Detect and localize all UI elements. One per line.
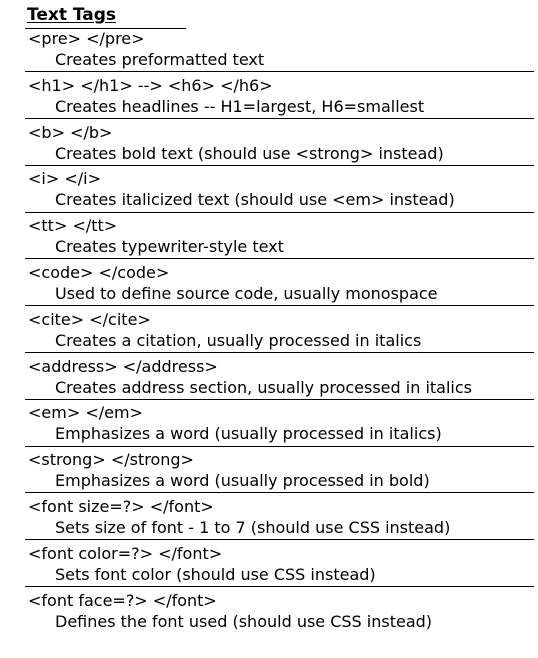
tag-entry-font-size: <font size=?> </font> Sets size of font …	[25, 496, 534, 543]
tag-entry-italic: <i> </i> Creates italicized text (should…	[25, 168, 534, 215]
tag-code: <i> </i>	[28, 169, 101, 189]
tag-description: Defines the font used (should use CSS in…	[55, 611, 433, 631]
divider-rule	[25, 118, 534, 120]
tag-code: <em> </em>	[28, 403, 143, 423]
tag-description: Emphasizes a word (usually processed in …	[55, 424, 442, 444]
tag-entry-code: <code> </code> Used to define source cod…	[25, 262, 534, 309]
tag-code: <tt> </tt>	[28, 216, 118, 236]
divider-rule	[25, 305, 534, 307]
tag-code: <address> </address>	[28, 356, 218, 376]
divider-rule	[25, 492, 534, 494]
tag-description: Creates italicized text (should use <em>…	[55, 190, 455, 210]
tag-description: Creates a citation, usually processed in…	[55, 330, 422, 350]
divider-rule	[25, 445, 534, 447]
tag-description: Creates preformatted text	[55, 50, 265, 69]
tag-description: Creates typewriter-style text	[55, 237, 284, 257]
divider-rule	[25, 164, 534, 166]
tag-entry-teletype: <tt> </tt> Creates typewriter-style text	[25, 215, 534, 262]
tag-entry-font-color: <font color=?> </font> Sets font color (…	[25, 543, 534, 590]
tag-code: <b> </b>	[28, 122, 113, 142]
divider-rule	[25, 258, 534, 260]
top-rule	[25, 28, 186, 29]
section-heading: Text Tags	[27, 5, 117, 25]
divider-rule	[25, 539, 534, 541]
tag-description: Creates headlines -- H1=largest, H6=smal…	[55, 96, 425, 116]
tag-code: <font face=?> </font>	[28, 590, 217, 610]
document-page: Text Tags <pre> </pre> Creates preformat…	[25, 4, 534, 636]
tag-code: <pre> </pre>	[28, 29, 145, 48]
tag-code: <h1> </h1> --> <h6> </h6>	[28, 75, 273, 95]
tag-entry-bold: <b> </b> Creates bold text (should use <…	[25, 122, 534, 169]
divider-rule	[25, 398, 534, 400]
tag-code: <font size=?> </font>	[28, 496, 214, 516]
tag-description: Sets size of font - 1 to 7 (should use C…	[55, 517, 451, 537]
divider-rule	[25, 586, 534, 588]
tag-description: Creates bold text (should use <strong> i…	[55, 143, 444, 163]
tag-description: Sets font color (should use CSS instead)	[55, 564, 376, 584]
divider-rule	[25, 71, 534, 73]
tag-entry-em: <em> </em> Emphasizes a word (usually pr…	[25, 402, 534, 449]
divider-rule	[25, 211, 534, 213]
divider-rule	[25, 352, 534, 354]
tag-entry-cite: <cite> </cite> Creates a citation, usual…	[25, 309, 534, 356]
tag-entry-headings: <h1> </h1> --> <h6> </h6> Creates headli…	[25, 75, 534, 122]
next-heading-fragment	[27, 648, 87, 658]
tag-entry-font-face: <font face=?> </font> Defines the font u…	[25, 590, 534, 637]
tag-entry-pre: <pre> </pre> Creates preformatted text	[25, 28, 534, 75]
tag-code: <font color=?> </font>	[28, 543, 223, 563]
tag-entry-strong: <strong> </strong> Emphasizes a word (us…	[25, 449, 534, 496]
tag-entry-address: <address> </address> Creates address sec…	[25, 356, 534, 403]
tag-description: Used to define source code, usually mono…	[55, 283, 438, 303]
tag-description: Creates address section, usually process…	[55, 377, 472, 397]
tag-description: Emphasizes a word (usually processed in …	[55, 471, 430, 491]
tag-list: <pre> </pre> Creates preformatted text <…	[25, 28, 534, 636]
tag-code: <strong> </strong>	[28, 450, 194, 470]
tag-code: <code> </code>	[28, 262, 170, 282]
tag-code: <cite> </cite>	[28, 309, 151, 329]
